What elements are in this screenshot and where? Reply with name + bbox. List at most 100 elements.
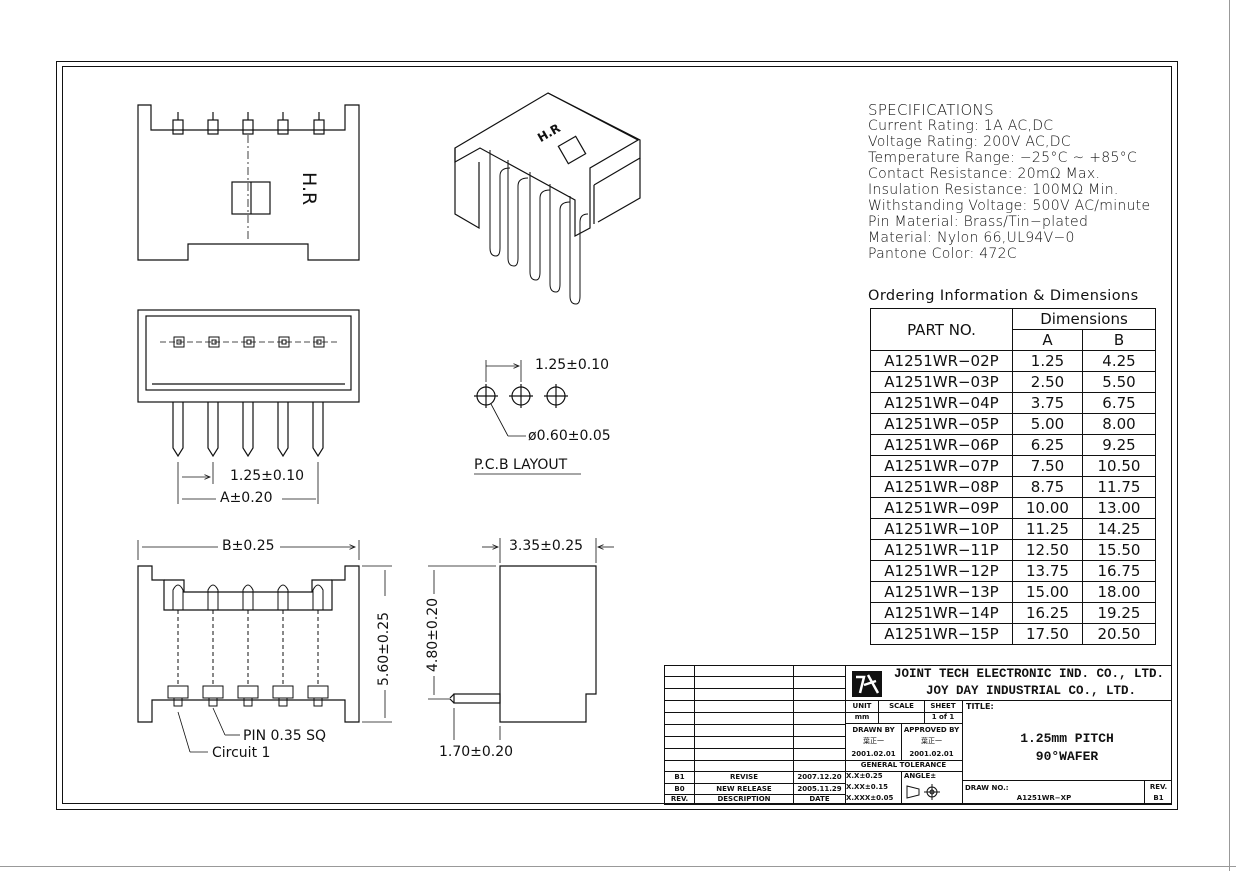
dim-a-cell: 2.50 xyxy=(1012,371,1083,393)
part-no-cell: A1251WR−05P xyxy=(870,413,1013,435)
specifications-heading: SPECIFICATIONS xyxy=(868,101,994,119)
pin-length-dimension-label: 1.70±0.20 xyxy=(439,744,514,760)
top-view xyxy=(137,104,360,261)
dim-a-cell: 10.00 xyxy=(1012,497,1083,519)
circuit-note: Circuit 1 xyxy=(212,745,271,761)
pcb-pitch-label: 1.25±0.10 xyxy=(535,357,610,373)
part-no-cell: A1251WR−12P xyxy=(870,560,1013,582)
part-no-cell: A1251WR−08P xyxy=(870,476,1013,498)
dim-b-cell: 18.00 xyxy=(1082,581,1156,603)
tolerance-3: X.XXX±0.05 xyxy=(846,794,894,802)
depth-dimension-label: 3.35±0.25 xyxy=(509,538,584,554)
drawing-number-label: DRAW NO.: xyxy=(965,783,1009,792)
spec-line: Withstanding Voltage: 500V AC/minute xyxy=(868,198,1151,214)
dim-b-cell: 9.25 xyxy=(1082,434,1156,456)
dim-b-cell: 13.00 xyxy=(1082,497,1156,519)
general-tolerance-label: GENERAL TOLERANCE xyxy=(860,761,947,769)
table-subheader-row: A B xyxy=(871,329,1156,351)
revision-value: B1 xyxy=(1153,794,1164,802)
scale-label: SCALE xyxy=(889,701,914,710)
dim-a-cell: 16.25 xyxy=(1012,602,1083,624)
drawing-frame-outer xyxy=(56,61,1178,810)
dim-a-cell: 5.00 xyxy=(1012,413,1083,435)
tolerance-1: X.X±0.25 xyxy=(846,772,883,780)
dim-b-cell: 19.25 xyxy=(1082,602,1156,624)
table-header-row: PART NO. Dimensions xyxy=(870,308,1156,351)
dim-a-cell: 13.75 xyxy=(1012,560,1083,582)
drawing-title-line-2: 90°WAFER xyxy=(1035,749,1099,764)
part-no-cell: A1251WR−15P xyxy=(870,623,1013,645)
part-no-cell: A1251WR−07P xyxy=(870,455,1013,477)
dim-a-cell: 12.50 xyxy=(1012,539,1083,561)
pcb-hole-label: ø0.60±0.05 xyxy=(528,428,611,444)
pcb-layout-view xyxy=(474,360,581,475)
rev-column-header: REV. xyxy=(670,795,689,803)
title-label: TITLE: xyxy=(966,701,994,711)
part-no-header: PART NO. xyxy=(870,308,1013,351)
title-block: B1 REVISE 2007.12.20 B0 NEW RELEASE 2005… xyxy=(664,665,1172,805)
drawing-title-line-1: 1.25mm PITCH xyxy=(1020,731,1114,746)
height-dimension-label: 5.60±0.25 xyxy=(376,611,392,686)
dim-a-cell: 1.25 xyxy=(1012,350,1083,372)
part-no-cell: A1251WR−13P xyxy=(870,581,1013,603)
angle-label: ANGLE± xyxy=(904,772,937,780)
spec-line: Pin Material: Brass/Tin−plated xyxy=(868,214,1089,230)
pitch-dimension-label: 1.25±0.10 xyxy=(230,468,305,484)
col-a-header: A xyxy=(1012,329,1083,351)
pin-note: PIN 0.35 SQ xyxy=(243,728,327,744)
spec-line: Current Rating: 1A AC,DC xyxy=(868,118,1054,134)
unit-label: UNIT xyxy=(852,701,872,710)
dim-b-cell: 4.25 xyxy=(1082,350,1156,372)
spec-line: Insulation Resistance: 100MΩ Min. xyxy=(868,182,1119,198)
spec-line: Material: Nylon 66,UL94V−0 xyxy=(868,230,1075,246)
company-name-2: JOY DAY INDUSTRIAL CO., LTD. xyxy=(926,684,1137,698)
part-no-cell: A1251WR−02P xyxy=(870,350,1013,372)
drawing-frame-inner xyxy=(62,66,1172,804)
dim-a-cell: 7.50 xyxy=(1012,455,1083,477)
pin-height-dimension-label: 4.80±0.20 xyxy=(425,597,441,672)
revision-description: NEW RELEASE xyxy=(716,784,772,793)
dim-b-cell: 8.00 xyxy=(1082,413,1156,435)
approved-date: 2001.02.01 xyxy=(909,749,954,758)
unit-value: mm xyxy=(854,713,870,721)
spec-line: Pantone Color: 472C xyxy=(868,246,1017,262)
dim-b-cell: 6.75 xyxy=(1082,392,1156,414)
front-view xyxy=(137,309,360,504)
dim-b-cell: 10.50 xyxy=(1082,455,1156,477)
sheet-value: 1 of 1 xyxy=(931,713,955,721)
revision-date: 2007.12.20 xyxy=(797,773,842,781)
drawing-number: A1251WR−XP xyxy=(1016,794,1072,802)
dim-b-cell: 20.50 xyxy=(1082,623,1156,645)
company-name-1: JOINT TECH ELECTRONIC IND. CO., LTD. xyxy=(894,667,1165,681)
dim-b-cell: 11.75 xyxy=(1082,476,1156,498)
part-no-cell: A1251WR−04P xyxy=(870,392,1013,414)
dim-a-cell: 15.00 xyxy=(1012,581,1083,603)
specifications-block: SPECIFICATIONS Current Rating: 1A AC,DC … xyxy=(868,102,1150,262)
ordering-title: Ordering Information & Dimensions xyxy=(868,288,1139,304)
part-no-cell: A1251WR−03P xyxy=(870,371,1013,393)
drawn-date: 2001.02.01 xyxy=(851,749,896,758)
dim-a-cell: 17.50 xyxy=(1012,623,1083,645)
b-dimension-label: B±0.25 xyxy=(222,538,275,554)
dimensions-header: Dimensions xyxy=(1012,308,1156,330)
part-no-cell: A1251WR−11P xyxy=(870,539,1013,561)
part-no-cell: A1251WR−14P xyxy=(870,602,1013,624)
sheet-label: SHEET xyxy=(930,701,956,710)
dim-a-cell: 6.25 xyxy=(1012,434,1083,456)
revision-label: REV. xyxy=(1149,783,1168,791)
